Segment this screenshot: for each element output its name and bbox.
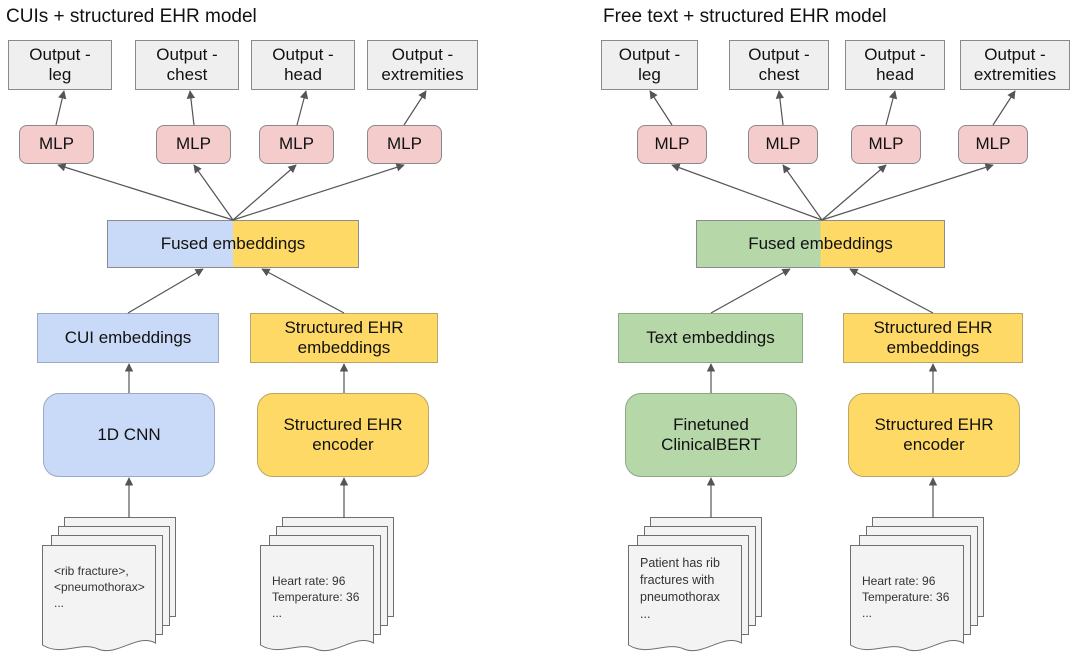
left-arrow-fused-to-mlp-chest xyxy=(193,164,234,221)
left-arrow-mlp-to-output-head xyxy=(296,90,309,126)
right-arrow-mlp-to-output-chest xyxy=(775,90,785,126)
left-1d-cnn-encoder: 1D CNN xyxy=(43,393,215,477)
left-arrow-cui-emb-to-fused xyxy=(127,268,204,314)
left-ehr-document-text: Heart rate: 96 Temperature: 36 ... xyxy=(272,574,360,621)
right-diagram-title: Free text + structured EHR model xyxy=(603,6,887,27)
left-mlp-leg: MLP xyxy=(19,125,94,164)
right-arrow-fused-to-mlp-extremities xyxy=(821,163,994,221)
left-arrow-ehr-emb-to-fused xyxy=(261,268,345,314)
left-diagram-title: CUIs + structured EHR model xyxy=(6,6,257,27)
right-ehr-document-text: Heart rate: 96 Temperature: 36 ... xyxy=(862,574,950,621)
left-output-head: Output - head xyxy=(251,40,355,90)
right-arrow-mlp-to-output-leg xyxy=(649,90,673,126)
right-clinicalbert-encoder: Finetuned ClinicalBERT xyxy=(625,393,797,477)
right-output-chest: Output - chest xyxy=(729,40,829,90)
right-mlp-chest: MLP xyxy=(748,125,818,164)
left-output-extremities: Output - extremities xyxy=(367,40,478,90)
left-arrow-fused-to-mlp-head xyxy=(232,164,297,221)
left-arrow-fused-to-mlp-extremities xyxy=(232,163,405,221)
right-arrow-fused-to-mlp-head xyxy=(821,164,887,221)
left-mlp-chest: MLP xyxy=(156,125,231,164)
right-arrow-mlp-to-output-head xyxy=(885,90,898,126)
left-ehr-document-stack: Heart rate: 96 Temperature: 36 ... xyxy=(260,517,395,652)
right-arrow-fused-to-mlp-chest xyxy=(782,164,823,221)
right-text-document-stack: Patient has rib fractures with pneumotho… xyxy=(628,517,763,652)
right-fused-embeddings: Fused embeddings xyxy=(696,220,945,268)
right-arrow-ehr-emb-to-fused xyxy=(849,268,934,314)
left-mlp-head: MLP xyxy=(259,125,334,164)
left-cui-embeddings: CUI embeddings xyxy=(37,313,219,363)
right-mlp-leg: MLP xyxy=(637,125,707,164)
left-structured-ehr-embeddings: Structured EHR embeddings xyxy=(250,313,438,363)
right-arrow-mlp-to-output-extremities xyxy=(992,90,1016,126)
right-output-leg: Output - leg xyxy=(601,40,698,90)
right-ehr-document-stack: Heart rate: 96 Temperature: 36 ... xyxy=(850,517,985,652)
right-structured-ehr-embeddings: Structured EHR embeddings xyxy=(843,313,1023,363)
left-fused-embeddings: Fused embeddings xyxy=(107,220,359,268)
left-arrow-mlp-to-output-leg xyxy=(55,90,67,126)
right-mlp-extremities: MLP xyxy=(958,125,1028,164)
left-arrow-mlp-to-output-chest xyxy=(186,90,196,126)
right-arrow-text-emb-to-fused xyxy=(710,268,791,314)
right-text-document-text: Patient has rib fractures with pneumotho… xyxy=(640,556,720,621)
left-arrow-mlp-to-output-extremities xyxy=(403,90,427,126)
right-output-head: Output - head xyxy=(845,40,945,90)
right-text-embeddings: Text embeddings xyxy=(618,313,803,363)
left-output-chest: Output - chest xyxy=(135,40,239,90)
left-arrow-fused-to-mlp-leg xyxy=(57,163,234,221)
left-cui-document-text: <rib fracture>, <pneumothorax> ... xyxy=(54,564,145,611)
right-structured-ehr-encoder: Structured EHR encoder xyxy=(848,393,1020,477)
left-structured-ehr-encoder: Structured EHR encoder xyxy=(257,393,429,477)
left-mlp-extremities: MLP xyxy=(367,125,442,164)
right-arrow-fused-to-mlp-leg xyxy=(671,163,823,221)
left-cui-document-stack: <rib fracture>, <pneumothorax> ... xyxy=(42,517,177,652)
left-output-leg: Output - leg xyxy=(8,40,112,90)
right-mlp-head: MLP xyxy=(851,125,921,164)
right-output-extremities: Output - extremities xyxy=(960,40,1070,90)
